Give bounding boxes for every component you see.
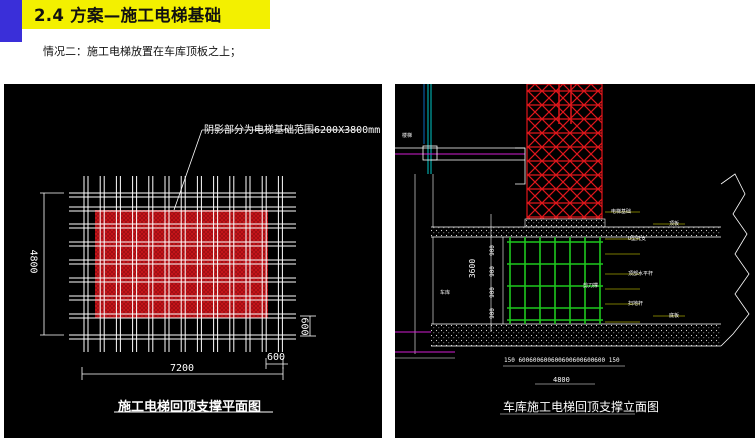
tag-scissor-brace: 剪刀撑 (583, 283, 599, 289)
plan-view-drawing: 阴影部分为电梯基础范围6200X3800mm 4800 600 600 7200… (4, 84, 382, 438)
slide-subtitle: 情况二：施工电梯放置在车库顶板之上； (43, 45, 241, 58)
plan-dim-bottom-small: 600 (267, 352, 286, 363)
plan-callout-label: 阴影部分为电梯基础范围6200X3800mm (204, 125, 381, 136)
tag-bottom-slab: 底板 (669, 313, 680, 319)
elev-dim-width: 4800 (553, 376, 570, 384)
title-accent-bar (0, 0, 22, 42)
plan-dim-height: 4800 (27, 249, 39, 274)
plan-caption: 施工电梯回顶支撑平面图 (118, 400, 262, 415)
elev-dim-step-4: 900 (488, 308, 496, 319)
elev-dim-spacing: 150 600600600600600600600600 150 (504, 357, 620, 364)
elev-dim-step-1: 900 (488, 245, 496, 256)
elev-dim-step-3: 900 (488, 287, 496, 298)
callout-leader (173, 129, 203, 211)
tag-garage: 车库 (440, 290, 451, 296)
elev-dim-height: 3600 (468, 258, 478, 279)
plan-dim-width: 7200 (170, 363, 195, 374)
tag-u-support: U型托支 (628, 236, 647, 242)
tag-top-slab: 顶板 (669, 221, 680, 227)
tag-sweep-bar: 扫地杆 (628, 301, 644, 307)
tag-elevator-foundation: 电梯基础 (611, 209, 632, 215)
tag-top-horizontal-bar: 顶部水平杆 (628, 271, 654, 277)
slide-title: 2.4 方案—施工电梯基础 (34, 6, 222, 25)
plan-dim-right: 600 (298, 317, 310, 336)
elevation-view-drawing: 楼梯 车库 3600 900 900 900 900 电梯基础 顶板 U型托支 … (395, 84, 755, 438)
tag-stair: 楼梯 (402, 133, 413, 139)
title-highlight (22, 0, 270, 29)
elevation-caption: 车库施工电梯回顶支撑立面图 (503, 400, 660, 414)
elev-dim-step-2: 900 (488, 266, 496, 277)
